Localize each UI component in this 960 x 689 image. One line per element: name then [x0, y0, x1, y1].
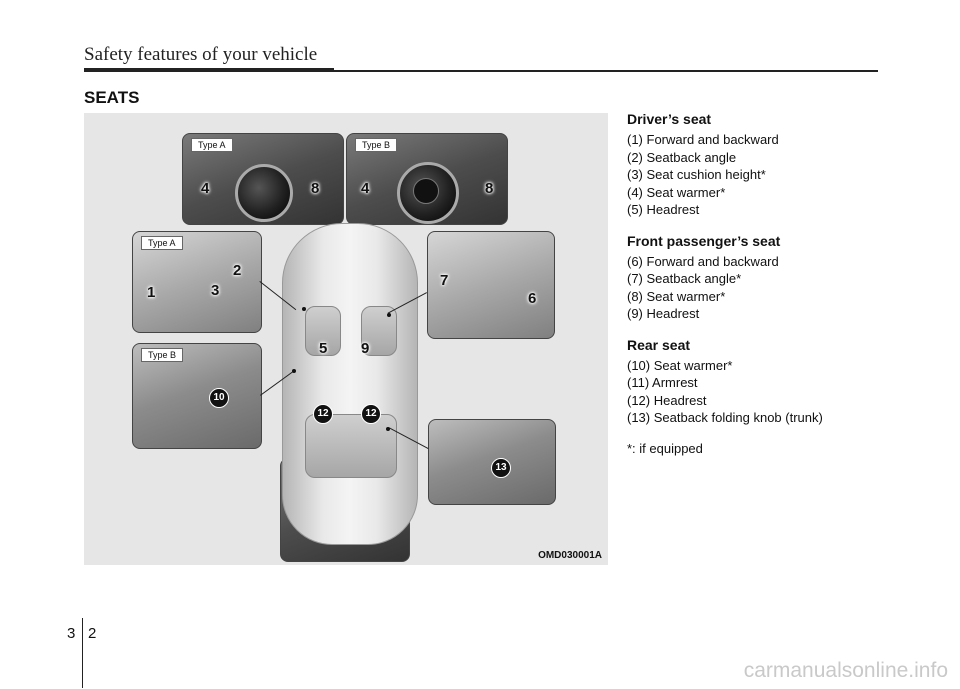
section-title: SEATS	[84, 88, 140, 107]
page-chapter: 3	[67, 625, 76, 642]
list-item: (9) Headrest	[627, 306, 700, 321]
type-b-label: Type B	[355, 138, 398, 152]
group-heading: Driver’s seat	[627, 111, 712, 127]
leader-dot	[387, 313, 391, 317]
type-b-label: Type B	[141, 348, 184, 362]
rear-seat	[305, 414, 397, 478]
trunk-knob-panel: 13	[428, 419, 556, 505]
feature-list: Driver’s seat (1) Forward and backward (…	[627, 111, 927, 456]
seat-illustration: Type A 4 8 Type B 4 8 Type A 2 3 1 Type …	[84, 113, 608, 565]
climate-dial	[235, 164, 293, 222]
callout-2: 2	[233, 262, 242, 279]
callout-8: 8	[311, 180, 320, 197]
header-rule	[84, 68, 334, 72]
leader-dot	[292, 369, 296, 373]
driver-seat-group: Driver’s seat (1) Forward and backward (…	[627, 111, 927, 219]
leader-dot	[386, 427, 390, 431]
group-heading: Front passenger’s seat	[627, 232, 781, 249]
climate-panel-type-a: Type A 4 8	[182, 133, 344, 225]
passenger-seat	[361, 306, 397, 356]
list-item: (1) Forward and backward	[627, 132, 779, 147]
dial-center	[413, 178, 439, 204]
type-a-label: Type A	[141, 236, 183, 250]
callout-12: 12	[361, 404, 381, 424]
page-number: 2	[88, 625, 97, 642]
list-item: (8) Seat warmer*	[627, 288, 726, 304]
callout-4: 4	[361, 180, 370, 197]
passenger-seat-panel: 7 6	[427, 231, 555, 339]
callout-3: 3	[211, 282, 220, 299]
list-item: (11) Armrest	[627, 375, 698, 390]
list-item: (6) Forward and backward	[627, 253, 779, 269]
type-a-label: Type A	[191, 138, 233, 152]
header-rule-thin	[334, 70, 878, 72]
leader-dot	[302, 307, 306, 311]
list-item: (2) Seatback angle	[627, 149, 737, 165]
callout-7: 7	[440, 272, 449, 289]
list-item: (13) Seatback folding knob (trunk)	[627, 410, 823, 425]
callout-5: 5	[319, 340, 328, 357]
callout-4: 4	[201, 180, 210, 197]
list-item: (3) Seat cushion height*	[627, 167, 766, 182]
figure-code: OMD030001A	[538, 550, 602, 561]
passenger-seat-group: Front passenger’s seat (6) Forward and b…	[627, 233, 927, 323]
footnote: *: if equipped	[627, 440, 703, 456]
group-heading: Rear seat	[627, 336, 691, 353]
climate-dial	[397, 162, 459, 224]
callout-10: 10	[209, 388, 229, 408]
callout-12: 12	[313, 404, 333, 424]
car-top-view: 5 9 12 12	[282, 223, 418, 545]
callout-8: 8	[485, 180, 494, 197]
callout-13: 13	[491, 458, 511, 478]
callout-1: 1	[147, 284, 156, 301]
list-item: (12) Headrest	[627, 392, 707, 408]
list-item: (4) Seat warmer*	[627, 184, 726, 200]
callout-6: 6	[528, 290, 537, 307]
driver-seat	[305, 306, 341, 356]
list-item: (10) Seat warmer*	[627, 357, 733, 373]
climate-panel-type-b: Type B 4 8	[346, 133, 508, 225]
callout-9: 9	[361, 340, 370, 357]
watermark: carmanualsonline.info	[743, 659, 948, 682]
driver-seat-panel-type-a: Type A 2 3 1	[132, 231, 262, 333]
rear-seat-group: Rear seat (10) Seat warmer* (11) Armrest…	[627, 337, 927, 427]
page-rule	[82, 618, 83, 688]
list-item: (7) Seatback angle*	[627, 271, 742, 286]
header-title: Safety features of your vehicle	[84, 44, 318, 65]
list-item: (5) Headrest	[627, 202, 700, 217]
rear-door-panel-type-b: Type B 10	[132, 343, 262, 449]
